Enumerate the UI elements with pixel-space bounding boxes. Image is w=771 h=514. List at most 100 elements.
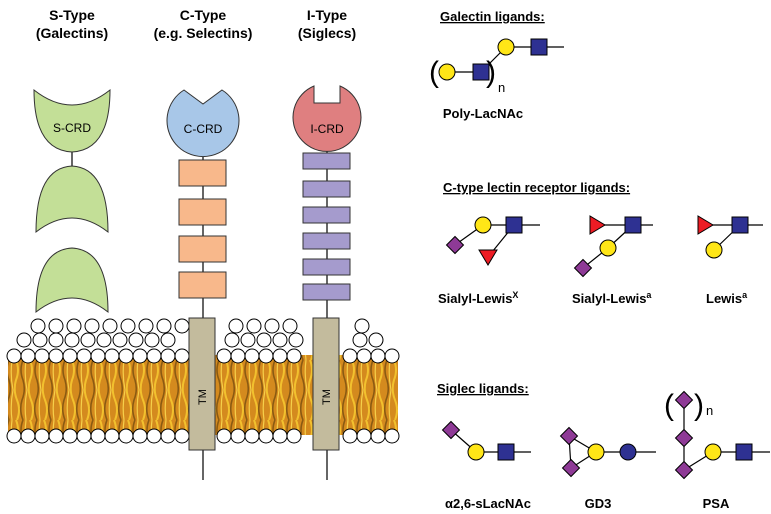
repeat-bracket-left: ( bbox=[664, 389, 674, 422]
sialic-acid-symbol bbox=[674, 460, 694, 480]
glcnac-symbol bbox=[731, 216, 749, 234]
sialic-acid-symbol bbox=[674, 390, 694, 410]
lipid-head bbox=[104, 348, 120, 364]
psa-repeat-n: n bbox=[706, 403, 713, 418]
c-type-domain-3 bbox=[178, 235, 227, 263]
lipid-head bbox=[48, 348, 64, 364]
lipid-head bbox=[230, 348, 246, 364]
i-type-title: I-Type bbox=[307, 7, 347, 23]
lipid-head bbox=[90, 428, 106, 444]
repeat-bracket-right: ) bbox=[486, 56, 496, 89]
lipid-head bbox=[20, 348, 36, 364]
lipid-head bbox=[34, 428, 50, 444]
lipid-head bbox=[102, 318, 118, 334]
sialic-acid-symbol bbox=[674, 428, 694, 448]
i-crd-domain bbox=[292, 85, 362, 152]
lipid-head bbox=[90, 348, 106, 364]
i-type-subtitle: (Siglecs) bbox=[298, 25, 356, 41]
lipid-head bbox=[76, 428, 92, 444]
lipid-head bbox=[216, 348, 232, 364]
lipid-head bbox=[62, 428, 78, 444]
lipid-head bbox=[264, 318, 280, 334]
lipid-head bbox=[286, 348, 302, 364]
lipid-head bbox=[156, 318, 172, 334]
sialyl-lewis-x-label: Sialyl-LewisX bbox=[438, 290, 518, 306]
fucose-symbol bbox=[589, 215, 606, 235]
glcnac-symbol bbox=[624, 216, 642, 234]
gd3-glycan bbox=[559, 426, 656, 478]
lipid-head bbox=[228, 318, 244, 334]
s-crd-domain-3 bbox=[35, 247, 109, 314]
galactose-symbol bbox=[467, 443, 485, 461]
lipid-head bbox=[240, 332, 256, 348]
galactose-symbol bbox=[704, 443, 722, 461]
lipid-head bbox=[6, 428, 22, 444]
lipid-head bbox=[120, 318, 136, 334]
lipid-head bbox=[48, 428, 64, 444]
a26-slacnac-label: α2,6-sLacNAc bbox=[445, 496, 531, 511]
s-crd-label: S-CRD bbox=[53, 121, 91, 135]
repeat-bracket-left: ( bbox=[429, 56, 439, 89]
lipid-head bbox=[354, 318, 370, 334]
lipid-head bbox=[146, 348, 162, 364]
lipid-head bbox=[48, 318, 64, 334]
lipid-head bbox=[34, 348, 50, 364]
i-type-tm-label: TM bbox=[321, 389, 333, 405]
lipid-head bbox=[80, 332, 96, 348]
sialyl-lewis-a-glycan bbox=[573, 215, 653, 278]
lipid-head bbox=[30, 318, 46, 334]
c-type-domain-4 bbox=[178, 271, 227, 299]
psa-label: PSA bbox=[703, 496, 730, 511]
lewis-a-label: Lewisa bbox=[706, 290, 748, 306]
lipid-head bbox=[128, 332, 144, 348]
lipid-head bbox=[288, 332, 304, 348]
lipid-head bbox=[286, 428, 302, 444]
i-crd-label: I-CRD bbox=[310, 122, 344, 136]
galactose-symbol bbox=[438, 63, 456, 81]
lipid-head bbox=[356, 428, 372, 444]
s-crd-domain-2 bbox=[35, 165, 109, 234]
glcnac-symbol bbox=[472, 63, 490, 81]
lipid-heads-top bbox=[6, 318, 400, 364]
c-crd-label: C-CRD bbox=[184, 122, 223, 136]
lipid-head bbox=[62, 348, 78, 364]
lipid-head bbox=[258, 348, 274, 364]
lipid-head bbox=[174, 318, 190, 334]
fucose-symbol bbox=[478, 249, 498, 266]
lewis-a-glycan bbox=[697, 215, 763, 259]
s-type-subtitle: (Galectins) bbox=[36, 25, 108, 41]
lipid-head bbox=[32, 332, 48, 348]
s-type-title: S-Type bbox=[49, 7, 95, 23]
c-type-tm-label: TM bbox=[197, 389, 209, 405]
i-type-domain-2 bbox=[302, 180, 351, 198]
s-crd-domain bbox=[33, 88, 111, 153]
lipid-head bbox=[132, 428, 148, 444]
lipid-head bbox=[216, 428, 232, 444]
lipid-head bbox=[112, 332, 128, 348]
sialic-acid-symbol bbox=[445, 235, 465, 255]
lipid-head bbox=[272, 348, 288, 364]
lipid-head bbox=[138, 318, 154, 334]
lipid-heads-bottom bbox=[6, 428, 400, 444]
lipid-head bbox=[84, 318, 100, 334]
lipid-head bbox=[16, 332, 32, 348]
gd3-label: GD3 bbox=[585, 496, 612, 511]
galactose-symbol bbox=[705, 241, 723, 259]
i-type-domain-6 bbox=[302, 283, 351, 301]
lipid-head bbox=[76, 348, 92, 364]
s-type-galectin: S-CRD bbox=[33, 88, 111, 314]
glcnac-symbol bbox=[735, 443, 753, 461]
lipid-head bbox=[370, 348, 386, 364]
lipid-head bbox=[66, 318, 82, 334]
i-type-domain-4 bbox=[302, 232, 351, 250]
i-type-tm-domain bbox=[312, 317, 340, 451]
poly-lacnac-repeat-n: n bbox=[498, 80, 505, 95]
glcnac-symbol bbox=[530, 38, 548, 56]
fucose-symbol bbox=[697, 215, 714, 235]
lipid-head bbox=[230, 428, 246, 444]
sialic-acid-symbol bbox=[573, 258, 593, 278]
i-type-domain-3 bbox=[302, 206, 351, 224]
lipid-head bbox=[356, 348, 372, 364]
galactose-symbol bbox=[497, 38, 515, 56]
